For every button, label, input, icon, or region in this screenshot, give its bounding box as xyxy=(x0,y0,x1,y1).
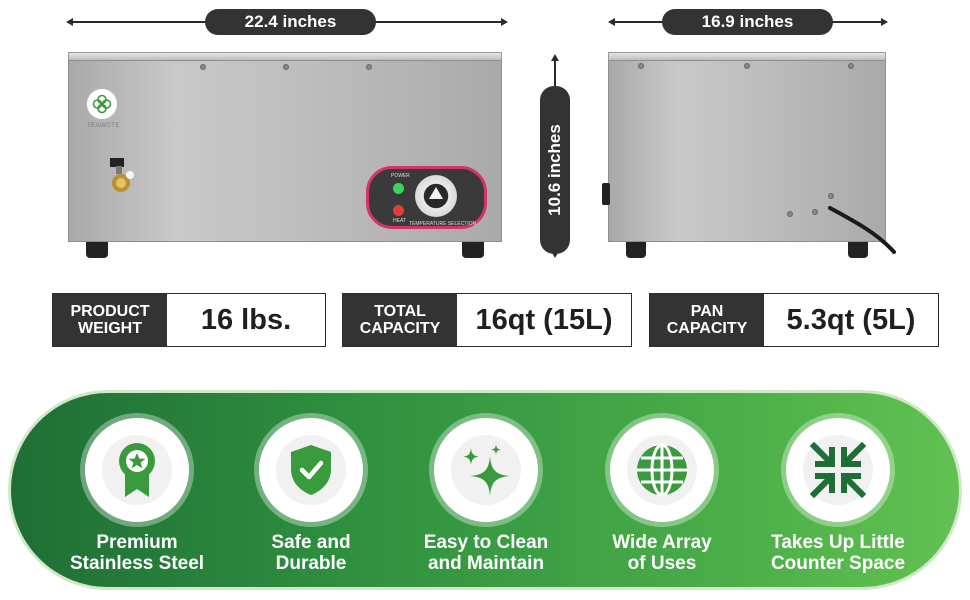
height-pill: 10.6 inches xyxy=(540,86,570,254)
power-cord-icon xyxy=(828,206,896,254)
award-ribbon-icon xyxy=(119,443,155,497)
side-handle xyxy=(602,183,610,205)
heat-indicator-light xyxy=(393,205,404,216)
compress-arrows-icon xyxy=(810,442,866,498)
sparkle-icon xyxy=(463,444,510,496)
spec-value: 5.3qt (5L) xyxy=(786,303,916,336)
feature-premium-steel: Premium Stainless Steel xyxy=(57,418,217,574)
temperature-dial-label: TEMPERATURE SELECTION xyxy=(409,221,477,227)
feature-wide-uses: Wide Array of Uses xyxy=(582,418,742,574)
height-label: 10.6 inches xyxy=(545,124,565,216)
drain-valve-icon xyxy=(110,158,134,192)
feature-easy-clean: Easy to Clean and Maintain xyxy=(406,418,566,574)
power-indicator-light xyxy=(393,183,404,194)
control-panel: POWER HEAT TEMPERATURE SELECTION xyxy=(366,166,487,229)
depth-pill: 16.9 inches xyxy=(662,9,833,35)
front-foot-right xyxy=(462,242,484,258)
width-label: 22.4 inches xyxy=(244,12,337,31)
width-pill: 22.4 inches xyxy=(205,9,376,35)
brand-logo xyxy=(86,88,118,120)
shield-check-icon xyxy=(291,445,331,495)
feature-safe-durable: Safe and Durable xyxy=(231,418,391,574)
spec-product-weight: PRODUCT WEIGHT 16 lbs. xyxy=(52,293,326,347)
spec-label: PRODUCT WEIGHT xyxy=(53,294,167,346)
heat-indicator-label: HEAT xyxy=(393,218,406,224)
spec-label: PAN CAPACITY xyxy=(650,294,764,346)
spec-value: 16 lbs. xyxy=(200,303,292,336)
power-indicator-label: POWER xyxy=(391,173,410,179)
dial-pointer-icon xyxy=(429,187,443,199)
globe-icon xyxy=(637,443,687,497)
feature-counter-space: Takes Up Little Counter Space xyxy=(758,418,918,574)
temperature-dial[interactable] xyxy=(415,175,457,217)
spec-value: 16qt (15L) xyxy=(475,303,613,336)
spec-total-capacity: TOTAL CAPACITY 16qt (15L) xyxy=(342,293,632,347)
side-foot-left xyxy=(626,242,646,258)
spec-label: TOTAL CAPACITY xyxy=(343,294,457,346)
side-foot-right xyxy=(848,242,868,258)
depth-label: 16.9 inches xyxy=(701,12,794,31)
clover-logo-icon xyxy=(92,94,112,114)
spec-pan-capacity: PAN CAPACITY 5.3qt (5L) xyxy=(649,293,939,347)
front-foot-left xyxy=(86,242,108,258)
brand-logo-text: TEAWOTE xyxy=(87,123,120,129)
